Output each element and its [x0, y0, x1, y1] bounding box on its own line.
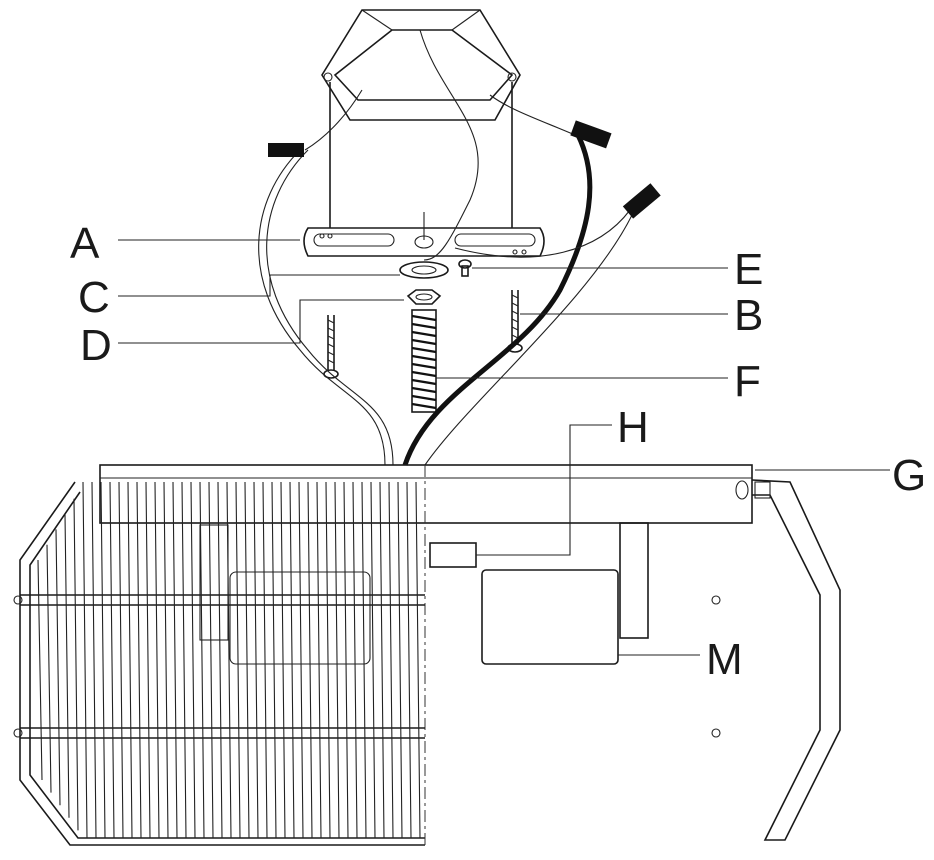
label-h: H — [617, 403, 649, 452]
connector-left — [268, 143, 304, 157]
wires — [258, 29, 661, 466]
motor-housing — [481, 569, 619, 665]
label-f: F — [734, 357, 761, 406]
label-g: G — [892, 451, 926, 500]
heater-body — [13, 464, 841, 846]
label-d: D — [80, 321, 112, 370]
washer — [399, 261, 449, 279]
long-screw-left — [323, 315, 339, 379]
connector-top-right — [570, 120, 612, 149]
small-screw — [458, 259, 472, 277]
leader-lines — [118, 239, 890, 656]
label-a: A — [70, 219, 100, 268]
sensor-box — [429, 542, 477, 568]
mounting-plate — [303, 212, 545, 257]
threaded-rod — [411, 309, 437, 413]
label-c: C — [78, 273, 110, 322]
nut — [406, 289, 442, 305]
connector-right — [622, 183, 661, 219]
label-e: E — [734, 245, 763, 294]
ceiling-bracket — [321, 9, 521, 228]
label-m: M — [706, 635, 743, 684]
label-b: B — [734, 291, 763, 340]
